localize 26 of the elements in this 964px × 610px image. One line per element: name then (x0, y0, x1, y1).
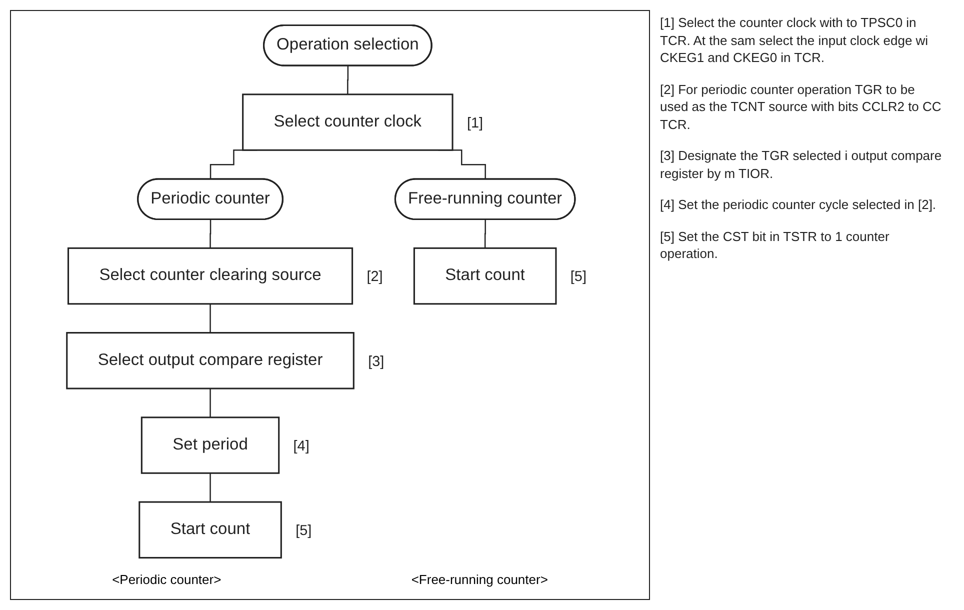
step-number: [4] (293, 438, 310, 454)
step-note: [2] For periodic counter operation TGR to be used as the TCNT source with bits CCLR2 to CC TCR. (660, 80, 942, 134)
step-number: [2] (366, 269, 383, 286)
step-note: [4] Set the periodic counter cycle selected in [2]. (660, 196, 938, 214)
node-box (66, 332, 354, 390)
node-box (67, 247, 354, 305)
connector (210, 388, 211, 418)
flow-caption: <Free-running counter> (411, 572, 548, 587)
node-box (140, 416, 280, 474)
step-note: [5] Set the CST bit in TSTR to 1 counter operation. (660, 228, 890, 264)
step-note: [3] Designate the TGR selected i output compare register by m TIOR. (660, 147, 943, 182)
flowchart: Operation selection Select counter clock Periodic counter Free-running counter Select counter clearing source Select output compare register Set period Start count Start count [1] [2] [3] [4] [5] [5] (17, 17, 643, 566)
step-number: [1] (466, 115, 484, 132)
node-box (413, 247, 557, 305)
connector (347, 65, 349, 96)
node-box (138, 501, 282, 559)
node-box (242, 94, 454, 151)
step-note: [1] Select the counter clock with to TPSC0 in TCR. At the sam select the input clock edge wi CKEG1 and CKEG0 in TCR. (660, 14, 930, 67)
flow-caption: <Periodic counter> (112, 572, 222, 587)
connector (210, 472, 211, 503)
connector (210, 303, 211, 334)
connector (210, 219, 212, 249)
step-number: [5] (570, 269, 586, 286)
connector (484, 219, 486, 249)
step-number: [5] (296, 523, 312, 540)
step-number: [3] (368, 354, 384, 370)
